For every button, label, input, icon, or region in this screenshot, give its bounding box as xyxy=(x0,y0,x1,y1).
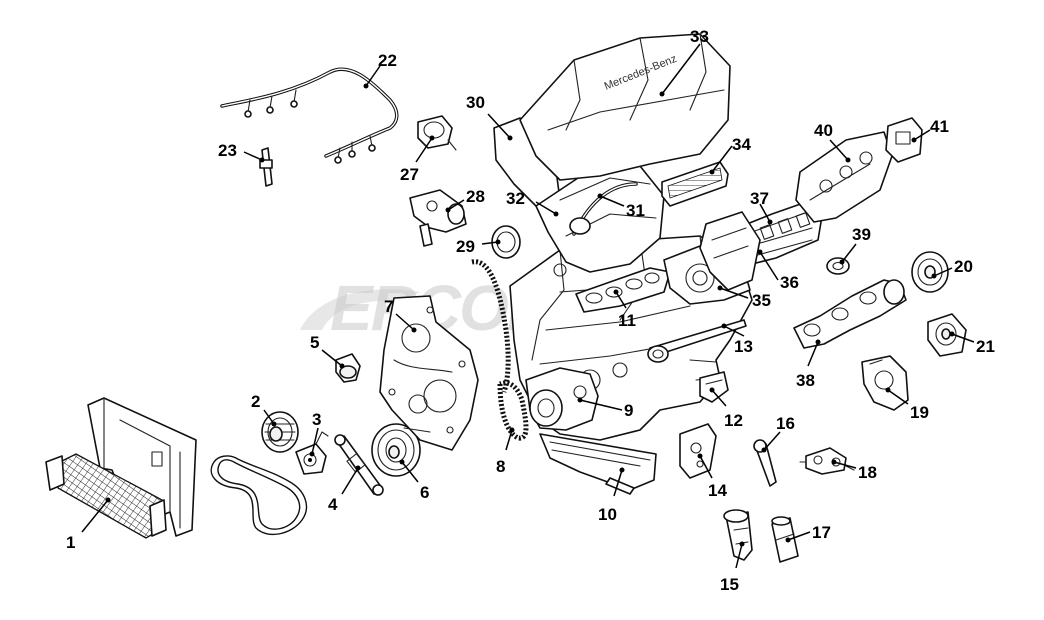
part-radiator xyxy=(45,397,197,539)
callout-34: 34 xyxy=(732,135,751,154)
callout-41: 41 xyxy=(930,117,949,136)
part-control-unit xyxy=(885,117,923,163)
callout-38: 38 xyxy=(796,371,815,390)
callout-6: 6 xyxy=(420,483,429,502)
part-engine-cover: Mercedes-Benz xyxy=(519,33,731,181)
callout-3: 3 xyxy=(312,410,321,429)
callout-4: 4 xyxy=(328,495,338,514)
part-throttle-actuator xyxy=(861,355,909,411)
callout-17: 17 xyxy=(812,523,831,542)
callout-28: 28 xyxy=(466,187,485,206)
callout-8: 8 xyxy=(496,457,505,476)
callout-39: 39 xyxy=(852,225,871,244)
callout-36: 36 xyxy=(780,273,799,292)
part-thermostat xyxy=(335,353,361,383)
callout-33: 33 xyxy=(690,27,709,46)
part-fuel-rail xyxy=(220,67,399,164)
callouts: 1 2 3 4 5 6 7 8 9 10 11 12 13 xyxy=(66,27,995,594)
callout-30: 30 xyxy=(466,93,485,112)
part-water-pump xyxy=(525,367,599,431)
callout-13: 13 xyxy=(734,337,753,356)
part-valve-assembly xyxy=(799,447,855,475)
part-air-pump xyxy=(417,115,457,151)
part-pulley-small xyxy=(261,411,299,453)
callout-35: 35 xyxy=(752,291,771,310)
callout-20: 20 xyxy=(954,257,973,276)
part-dipstick-tube xyxy=(647,319,747,363)
part-tensioner-pulley xyxy=(927,313,967,357)
callout-29: 29 xyxy=(456,237,475,256)
part-gasket-ring xyxy=(826,257,850,275)
part-injector xyxy=(259,147,273,187)
part-filter-cartridge xyxy=(771,516,799,563)
callout-19: 19 xyxy=(910,403,929,422)
part-mount-bracket xyxy=(679,423,717,479)
callout-12: 12 xyxy=(724,411,743,430)
part-sensor-probe xyxy=(753,439,777,487)
callout-7: 7 xyxy=(384,297,393,316)
part-engine-mount xyxy=(699,371,729,403)
part-oil-pan xyxy=(539,433,657,495)
callout-18: 18 xyxy=(858,463,877,482)
callout-15: 15 xyxy=(720,575,739,594)
callout-11: 11 xyxy=(618,311,636,330)
part-thermostat-housing xyxy=(409,189,467,247)
callout-22: 22 xyxy=(378,51,397,70)
part-damper-rod xyxy=(334,434,384,496)
callout-21: 21 xyxy=(976,337,995,356)
part-head-gasket xyxy=(575,267,671,313)
part-oil-filter-housing xyxy=(723,509,753,561)
part-timing-cover xyxy=(379,295,479,451)
part-air-filter xyxy=(661,161,729,207)
part-timing-chain xyxy=(471,259,529,441)
callout-2: 2 xyxy=(251,392,260,411)
part-crank-pulley xyxy=(371,423,421,477)
callout-40: 40 xyxy=(814,121,833,140)
callout-32: 32 xyxy=(506,189,525,208)
callout-1: 1 xyxy=(66,533,75,552)
part-idler-pulley xyxy=(911,251,949,293)
part-serpentine-belt xyxy=(210,455,308,536)
callout-37: 37 xyxy=(750,189,769,208)
callout-14: 14 xyxy=(708,481,727,500)
callout-23: 23 xyxy=(218,141,237,160)
part-valve-cover xyxy=(795,131,893,223)
part-lower-head xyxy=(699,211,761,291)
callout-10: 10 xyxy=(598,505,617,524)
callout-16: 16 xyxy=(776,414,795,433)
callout-9: 9 xyxy=(624,401,633,420)
part-exhaust-manifold xyxy=(793,279,907,349)
callout-31: 31 xyxy=(626,201,645,220)
callout-27: 27 xyxy=(400,165,419,184)
callout-5: 5 xyxy=(310,333,319,352)
